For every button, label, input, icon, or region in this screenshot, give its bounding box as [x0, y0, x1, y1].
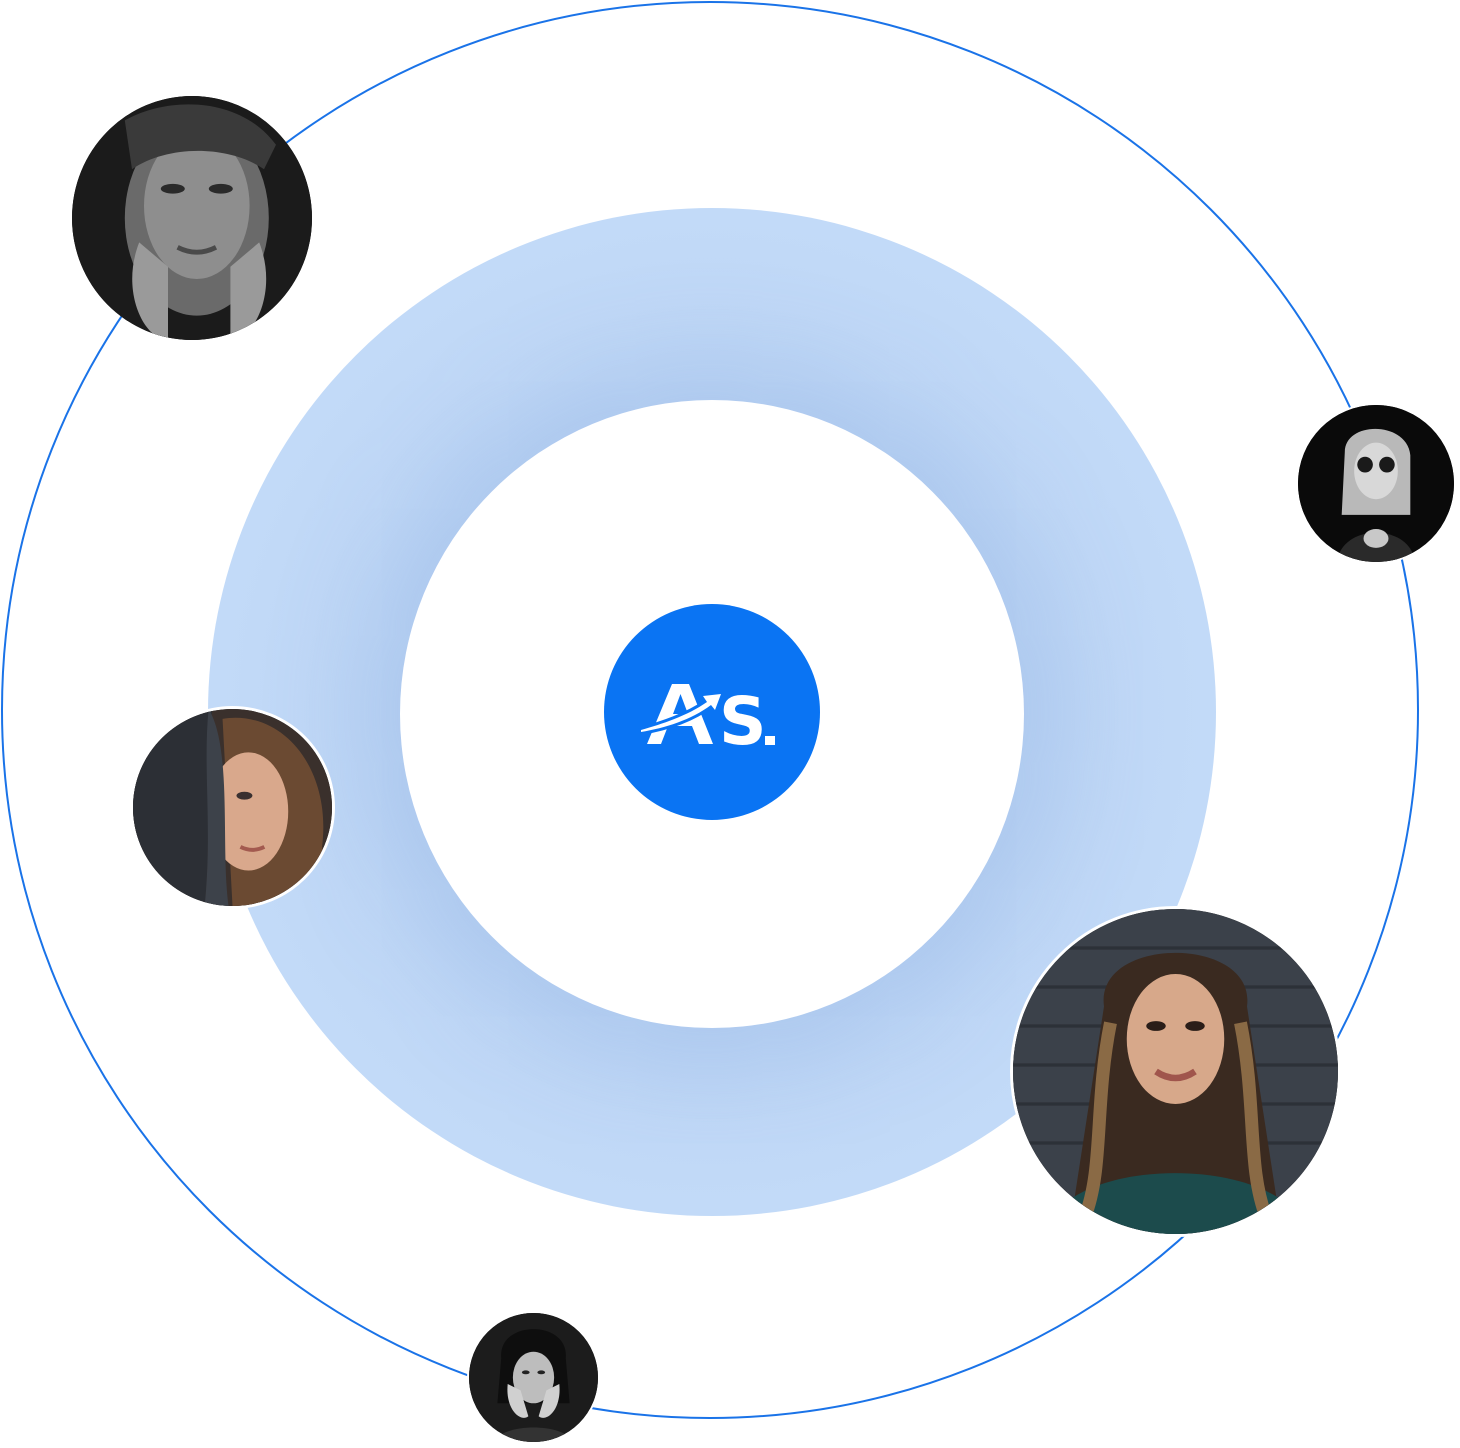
portrait-color-half-covered-face-icon [133, 709, 332, 906]
brand-logo: S [604, 604, 820, 820]
brand-logo-letter-s: S [719, 683, 767, 752]
outer-orbit-ring [1, 1, 1419, 1419]
portrait-4 [1010, 906, 1341, 1237]
brand-logo-mark: S [638, 683, 775, 752]
portrait-monochrome-hands-on-cheeks-icon [469, 1313, 598, 1442]
portrait-color-brick-wall-icon [1013, 909, 1338, 1234]
portrait-monochrome-hands-on-face-icon [72, 96, 312, 340]
portrait-5 [467, 1311, 600, 1444]
portrait-1 [72, 96, 312, 340]
portrait-monochrome-sunglasses-icon [1298, 405, 1454, 562]
portrait-2 [1296, 403, 1456, 564]
portrait-3 [130, 706, 335, 909]
